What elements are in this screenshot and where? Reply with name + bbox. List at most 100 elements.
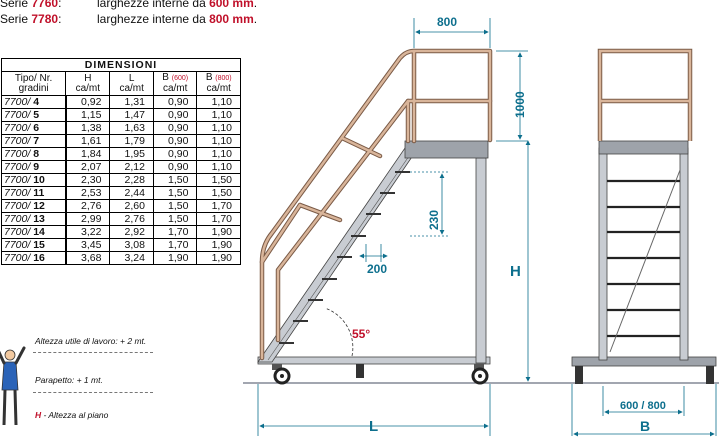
value-cell: 3,45 (65, 238, 111, 252)
model-cell: 7700/ 7 (0, 134, 67, 148)
model-cell: 7700/ 15 (0, 238, 67, 252)
series-7780-desc: larghezze interne da 800 mm. (97, 12, 258, 26)
value-cell: 2,92 (109, 225, 154, 239)
value-cell: 1,90 (196, 225, 241, 239)
value-cell: 1,70 (196, 199, 241, 213)
series-7780-label: Serie 7780: (0, 12, 62, 26)
wheel-icon (471, 364, 489, 385)
top-width-dim: 800 (437, 15, 457, 29)
work-height-note: Altezza utile di lavoro: + 2 mt. (35, 336, 147, 346)
value-cell: 1,50 (196, 173, 241, 187)
h-legend-note: H - Altezza al piano (35, 410, 109, 420)
value-cell: 1,70 (152, 225, 198, 239)
value-cell: 1,47 (109, 108, 154, 122)
table-col-header: Tipo/ Nr.gradini (0, 71, 67, 96)
value-cell: 1,70 (196, 212, 241, 226)
value-cell: 1,90 (196, 238, 241, 252)
model-cell: 7700/ 8 (0, 147, 67, 161)
value-cell: 1,15 (65, 108, 111, 122)
value-cell: 3,68 (65, 251, 111, 265)
model-cell: 7700/ 10 (0, 173, 67, 187)
series-7760-label: Serie 7760: (0, 0, 62, 10)
value-cell: 1,84 (65, 147, 111, 161)
value-cell: 1,10 (196, 147, 241, 161)
divider (33, 392, 153, 393)
model-cell: 7700/ 11 (0, 186, 67, 200)
value-cell: 1,10 (196, 134, 241, 148)
table-col-header: B (800)ca/mt (196, 71, 241, 96)
base-width-dim: B (640, 418, 650, 434)
model-cell: 7700/ 12 (0, 199, 67, 213)
model-cell: 7700/ 14 (0, 225, 67, 239)
value-cell: 1,50 (152, 173, 198, 187)
value-cell: 1,61 (65, 134, 111, 148)
value-cell: 2,30 (65, 173, 111, 187)
angle-dim: 55° (352, 327, 370, 341)
value-cell: 0,90 (152, 147, 198, 161)
value-cell: 2,76 (65, 199, 111, 213)
step-depth-dim: 200 (367, 262, 387, 276)
model-cell: 7700/ 6 (0, 121, 67, 135)
value-cell: 1,90 (196, 251, 241, 265)
value-cell: 0,92 (65, 95, 111, 109)
value-cell: 1,95 (109, 147, 154, 161)
value-cell: 1,70 (152, 238, 198, 252)
value-cell: 1,79 (109, 134, 154, 148)
model-cell: 7700/ 4 (0, 95, 67, 109)
guardrail-note: Parapetto: + 1 mt. (35, 375, 103, 385)
model-cell: 7700/ 5 (0, 108, 67, 122)
model-cell: 7700/ 16 (0, 251, 67, 265)
value-cell: 0,90 (152, 121, 198, 135)
value-cell: 2,60 (109, 199, 154, 213)
value-cell: 3,08 (109, 238, 154, 252)
rail-height-dim: 1000 (513, 91, 527, 118)
value-cell: 1,10 (196, 95, 241, 109)
value-cell: 1,31 (109, 95, 154, 109)
wheel-icon (272, 364, 291, 385)
value-cell: 1,10 (196, 160, 241, 174)
inner-width-dim: 600 / 800 (620, 400, 666, 412)
length-dim: L (369, 418, 378, 435)
step-rise-dim: 230 (427, 210, 441, 230)
value-cell: 1,50 (152, 186, 198, 200)
value-cell: 1,10 (196, 121, 241, 135)
worker-figure-icon (0, 346, 26, 426)
value-cell: 1,63 (109, 121, 154, 135)
series-7760-desc: larghezze interne da 600 mm. (97, 0, 258, 10)
ladder-front-view (571, 48, 717, 384)
table-col-header: B (600)ca/mt (152, 71, 198, 96)
value-cell: 1,38 (65, 121, 111, 135)
divider (33, 352, 153, 353)
value-cell: 2,12 (109, 160, 154, 174)
height-dim: H (510, 263, 521, 280)
value-cell: 2,28 (109, 173, 154, 187)
value-cell: 2,99 (65, 212, 111, 226)
value-cell: 1,10 (196, 108, 241, 122)
model-cell: 7700/ 9 (0, 160, 67, 174)
value-cell: 0,90 (152, 108, 198, 122)
value-cell: 1,50 (152, 199, 198, 213)
ladder-side-view (257, 48, 493, 385)
value-cell: 1,50 (196, 186, 241, 200)
value-cell: 2,07 (65, 160, 111, 174)
value-cell: 3,22 (65, 225, 111, 239)
value-cell: 2,44 (109, 186, 154, 200)
value-cell: 1,90 (152, 251, 198, 265)
model-cell: 7700/ 13 (0, 212, 67, 226)
